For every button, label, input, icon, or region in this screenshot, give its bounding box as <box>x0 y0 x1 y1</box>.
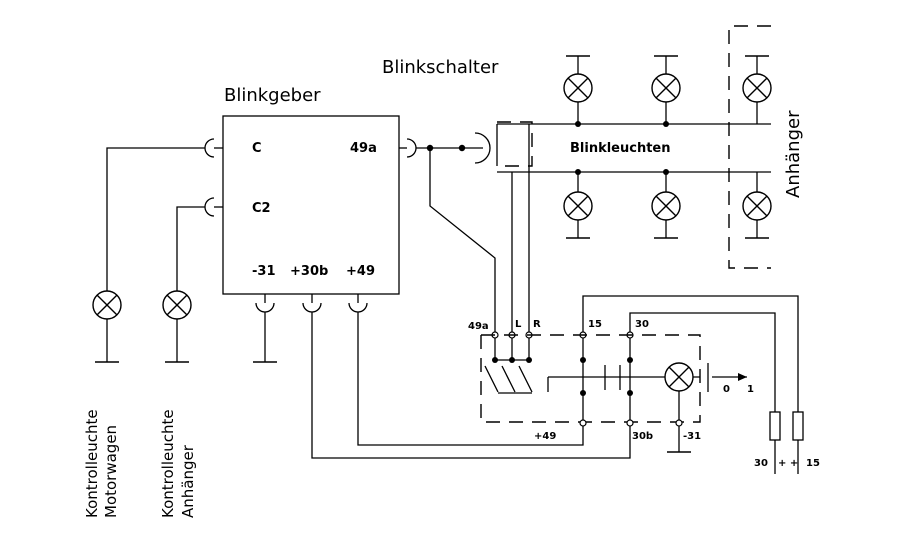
terminal-minus-31: -31 <box>252 264 276 279</box>
switch-terminal-49a: 49a <box>468 321 489 332</box>
socket-49a <box>406 138 417 158</box>
terminal-c: C <box>252 141 262 156</box>
switch-indicator-lamp <box>664 362 694 392</box>
fuse-label-plus: + + <box>778 458 798 469</box>
terminal-plus-49: +49 <box>346 264 375 279</box>
terminal-plus-30b: +30b <box>290 264 328 279</box>
switch-terminal-15: 15 <box>588 319 602 330</box>
anhaenger-lamp-lower <box>742 191 772 221</box>
kontroll-motor-label-1: Kontrolleuchte <box>83 409 101 518</box>
switch-terminal-30: 30 <box>635 319 649 330</box>
fuse-15 <box>792 411 804 441</box>
anhaenger-lamp-upper <box>742 73 772 103</box>
blinkschalter-frame <box>497 121 533 167</box>
kontroll-anhaenger-lamp <box>162 290 192 320</box>
blinkleuchte-lower-2 <box>651 191 681 221</box>
socket-c <box>204 138 215 158</box>
kontroll-anh-label-2: Anhänger <box>179 444 197 518</box>
switch-terminal-minus-31: -31 <box>683 431 701 442</box>
switch-terminal-r: R <box>533 319 541 330</box>
switch-terminal-l: L <box>515 319 522 330</box>
anhaenger-title: Anhänger <box>783 110 804 198</box>
terminal-49a: 49a <box>350 141 377 156</box>
blinkleuchten-title: Blinkleuchten <box>570 141 671 156</box>
switch-position-1: 1 <box>747 384 754 395</box>
fuse-label-30: 30 <box>754 458 768 469</box>
blinkleuchte-upper-2 <box>651 73 681 103</box>
blinkgeber-box <box>222 115 400 295</box>
socket-c2 <box>204 197 215 217</box>
kontroll-anh-label-1: Kontrolleuchte <box>159 409 177 518</box>
blinkleuchte-lower-1 <box>563 191 593 221</box>
terminal-c2: C2 <box>252 201 271 216</box>
blinkschalter-title: Blinkschalter <box>382 57 499 78</box>
switch-terminal-30b: 30b <box>632 431 653 442</box>
fuse-30 <box>769 411 781 441</box>
kontroll-motorwagen-lamp <box>92 290 122 320</box>
switch-housing <box>480 334 701 423</box>
switch-position-0: 0 <box>723 384 730 395</box>
switch-terminal-plus-49: +49 <box>534 431 556 442</box>
anhaenger-frame <box>728 25 771 269</box>
fuse-label-15: 15 <box>806 458 820 469</box>
kontroll-motor-label-2: Motorwagen <box>102 425 120 518</box>
blinkleuchte-upper-1 <box>563 73 593 103</box>
blinkgeber-title: Blinkgeber <box>224 85 321 106</box>
